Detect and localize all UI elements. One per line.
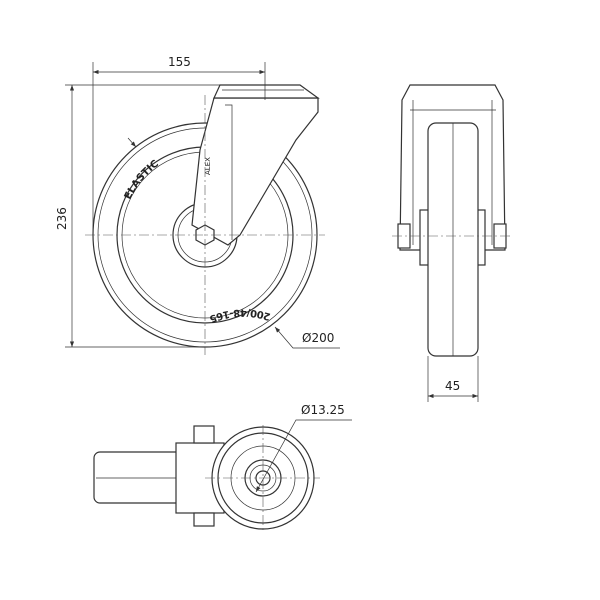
fork-side-edges	[410, 100, 496, 245]
nut-bottom	[193, 512, 215, 527]
top-plate	[213, 84, 320, 99]
fork-body	[191, 97, 319, 246]
front-view: ELASTIC 200/48-165 ALEX 155 236 Ø200	[55, 55, 340, 355]
dim-bore-label: Ø13.25	[301, 403, 345, 417]
dim-155-label: 155	[168, 55, 191, 69]
size-marking: 200/48-165	[208, 307, 272, 325]
dim-200-label: Ø200	[302, 331, 334, 345]
nut-top	[193, 425, 215, 444]
tyre-pointer	[127, 137, 137, 148]
bottom-view: Ø13.25	[93, 403, 352, 530]
brand-marking: ELASTIC	[123, 158, 161, 201]
dim-236-label: 236	[55, 207, 69, 230]
dim-45-label: 45	[445, 379, 460, 393]
side-view: 45	[392, 84, 512, 402]
fork-marking: ALEX	[204, 157, 212, 175]
dim-bore-leader	[255, 419, 352, 493]
fork-edge	[225, 104, 233, 240]
dim-200-leader	[274, 326, 340, 349]
